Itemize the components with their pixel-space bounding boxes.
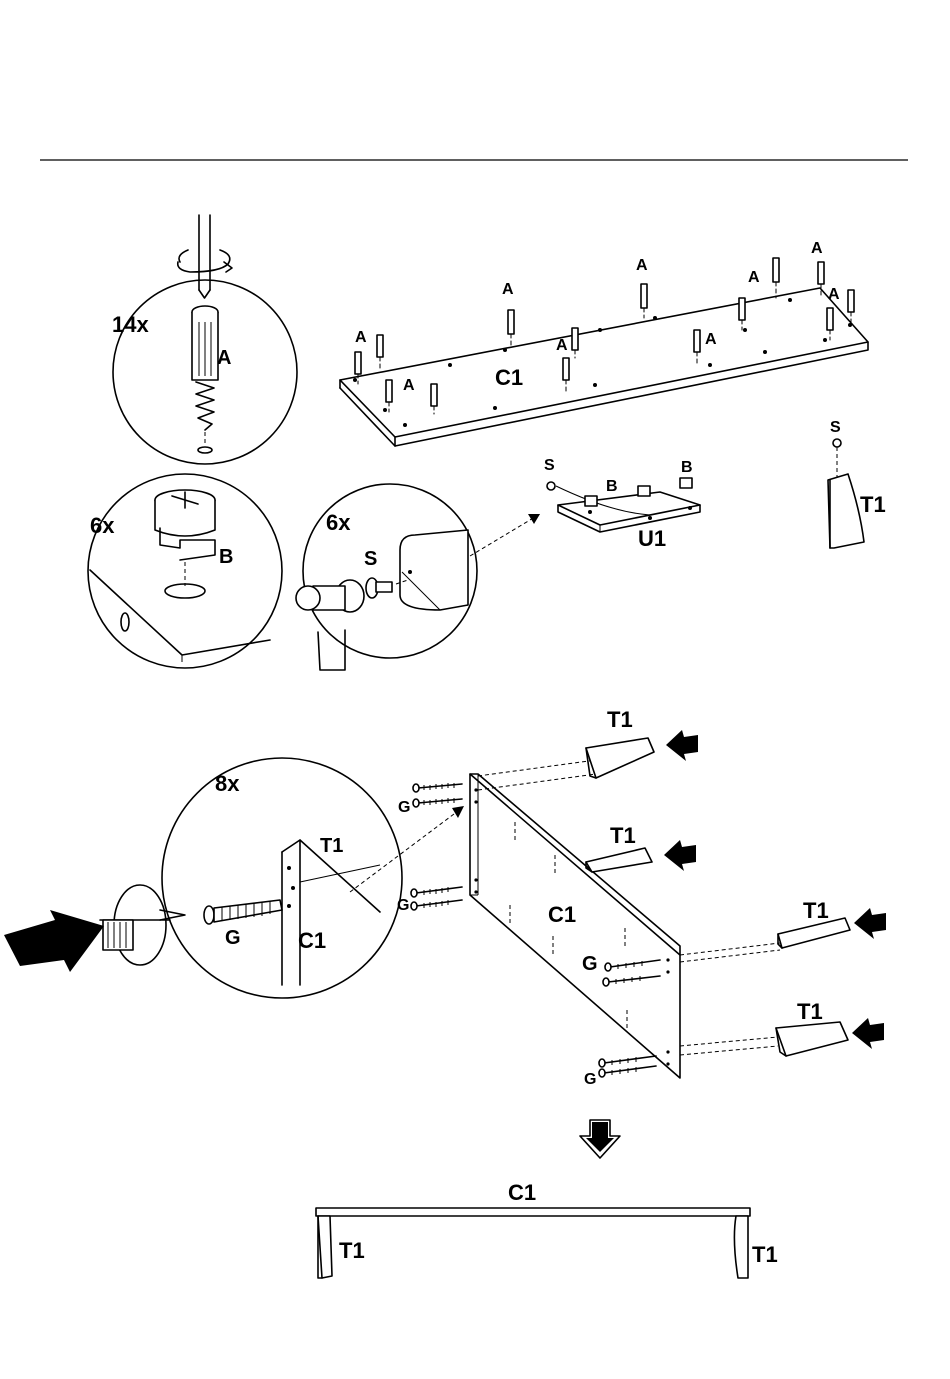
part-s-label-detail: S — [364, 548, 377, 570]
part-b-label-u1-1: B — [606, 478, 618, 495]
panel-c1-label-top: C1 — [495, 365, 523, 390]
leg-push-arrows — [664, 730, 886, 1049]
part-s-label-u1: S — [544, 457, 555, 474]
part-a-label-1: A — [355, 329, 367, 346]
bolt-detail — [100, 758, 402, 998]
part-b-label-u1-2: B — [681, 459, 693, 476]
part-g-label-detail: G — [225, 927, 241, 949]
part-g-label-2: G — [397, 897, 409, 914]
leg-t1-label-detail: T1 — [320, 835, 343, 857]
cam-detail — [88, 474, 282, 668]
leg-t1-label-1: T1 — [607, 707, 633, 732]
pointer-arrowhead-2 — [452, 806, 464, 818]
leg-t1-label-4: T1 — [797, 999, 823, 1024]
push-arrow-icon — [4, 910, 104, 972]
assembled-bench — [316, 1208, 750, 1278]
panel-u1-label: U1 — [638, 526, 666, 551]
part-g-label-3: G — [582, 953, 598, 975]
leg-t1-label-result-right: T1 — [752, 1242, 778, 1267]
part-a-label-4: A — [556, 337, 568, 354]
part-a-label-3: A — [502, 281, 514, 298]
panel-c1-label-upright: C1 — [548, 902, 576, 927]
part-a-label-2: A — [403, 377, 415, 394]
part-a-label-detail: A — [217, 347, 231, 369]
leg-t1-label-single: T1 — [860, 492, 886, 517]
qty-stud-label: 6x — [326, 510, 351, 535]
leg-t1-single — [828, 439, 864, 548]
part-s-label-leg: S — [830, 419, 841, 436]
qty-bolt-label: 8x — [215, 771, 240, 796]
leg-t1-label-3: T1 — [803, 898, 829, 923]
qty-dowel-label: 14x — [112, 312, 149, 337]
dowel-detail — [113, 215, 297, 464]
leg-t1-label-2: T1 — [610, 823, 636, 848]
part-a-label-6: A — [705, 331, 717, 348]
pointer-arrowhead-1 — [528, 514, 540, 524]
part-a-label-9: A — [828, 286, 840, 303]
panel-c1-label-result: C1 — [508, 1180, 536, 1205]
part-g-label-4: G — [584, 1071, 596, 1088]
part-a-label-8: A — [811, 240, 823, 257]
stud-detail — [296, 484, 477, 670]
part-a-label-7: A — [748, 269, 760, 286]
part-b-label-detail: B — [219, 546, 233, 568]
leg-t1-label-result-left: T1 — [339, 1238, 365, 1263]
part-g-label-1: G — [398, 799, 410, 816]
part-a-label-5: A — [636, 257, 648, 274]
panel-c1-label-detail: C1 — [298, 928, 326, 953]
qty-cam-label: 6x — [90, 513, 115, 538]
pointer-line-1 — [470, 514, 540, 556]
pointer-line-2 — [350, 808, 462, 892]
panel-c1-top — [340, 288, 868, 446]
part-u1 — [547, 478, 700, 532]
